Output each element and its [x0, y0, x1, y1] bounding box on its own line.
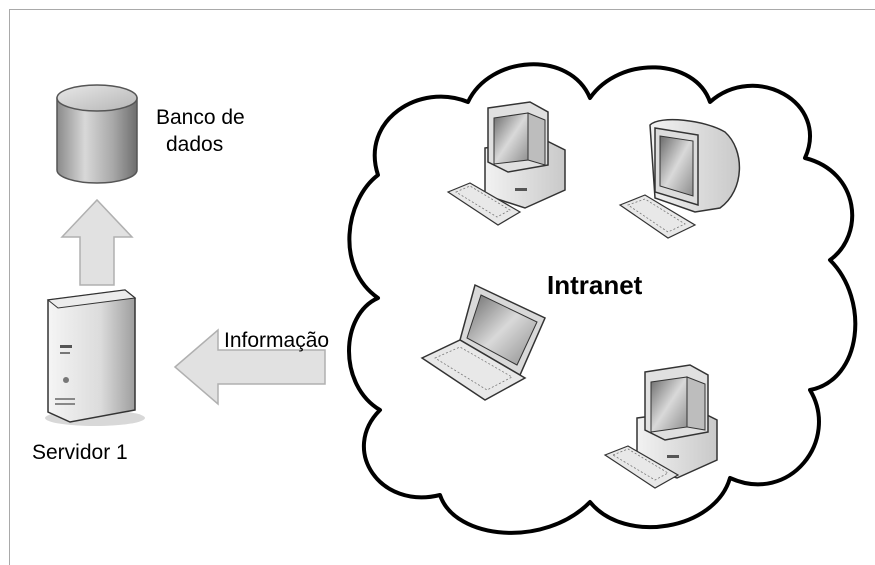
database-label-line1: Banco de — [156, 106, 245, 129]
database-icon — [56, 84, 138, 184]
left-arrow-icon — [173, 328, 326, 406]
flow-label: Informação — [224, 329, 330, 352]
server-icon — [45, 289, 145, 426]
laptop-icon — [420, 283, 546, 401]
up-arrow-icon — [60, 198, 134, 286]
frame-left-border — [9, 9, 10, 565]
crt-monitor-icon — [618, 118, 741, 239]
frame-top-border — [9, 9, 875, 10]
server-label: Servidor 1 — [32, 441, 128, 464]
database-label-line2: dados — [166, 133, 224, 156]
desktop-computer-icon — [446, 101, 566, 226]
intranet-label: Intranet — [547, 270, 643, 300]
desktop-computer-icon — [603, 364, 718, 489]
